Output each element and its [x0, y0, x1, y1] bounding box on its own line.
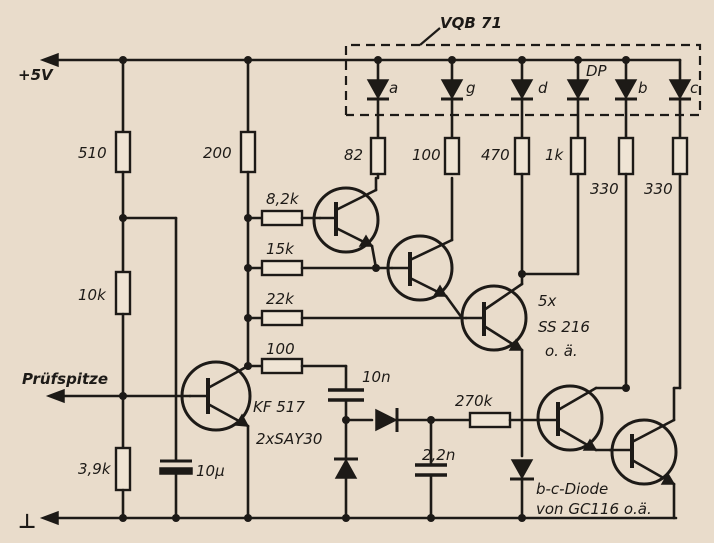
npn-transistor-icon: [536, 384, 612, 452]
r-base1-label: 8,2k: [266, 190, 300, 208]
c-2n2-label: 2,2n: [422, 446, 455, 464]
resistor-icon: [239, 130, 257, 174]
led-icon-g: [440, 79, 464, 100]
display-vqb71: [344, 27, 702, 117]
segment-drivers: [366, 58, 692, 180]
diode-icon: [334, 458, 358, 479]
ground-icon: ⊥: [18, 509, 36, 533]
diode-icon: [375, 408, 398, 432]
r-div-mid-label: 10k: [78, 286, 107, 304]
led-icon-DP: [566, 79, 590, 100]
resistor-icon: [260, 357, 304, 375]
supply-rail: [39, 52, 682, 68]
r-collector-label: 200: [203, 144, 232, 162]
r-seg-dp-label: 1k: [545, 146, 565, 164]
arrow-left-icon: [39, 510, 59, 526]
bc-diode: [510, 459, 534, 520]
display-title: VQB 71: [440, 14, 502, 32]
led-icon-d: [510, 79, 534, 100]
bc-diode-label-1: b-c-Diode: [536, 480, 608, 498]
arrow-left-icon: [39, 52, 59, 68]
group-note-label: o. ä.: [545, 342, 578, 360]
led-icon-b: [614, 79, 638, 100]
npn-transistor-icon: [460, 272, 528, 458]
resistor-icon-b: [617, 136, 635, 176]
c-10n-label: 10n: [362, 368, 391, 386]
arrow-left-icon: [45, 388, 65, 404]
resistor-icon-c: [671, 136, 689, 176]
resistor-icon: [260, 259, 304, 277]
r-base3-label: 22k: [266, 290, 295, 308]
diode-icon: [510, 459, 534, 480]
probe-label: Prüfspitze: [22, 370, 108, 388]
resistor-icon-DP: [569, 136, 587, 176]
segment-label-dp: DP: [586, 62, 608, 80]
npn-transistor-icon: [608, 418, 678, 520]
resistor-icon: [114, 130, 132, 174]
resistor-icon: [114, 446, 132, 492]
kf517-label: KF 517: [253, 398, 305, 416]
group-count-label: 5x: [538, 292, 557, 310]
r-base2-label: 15k: [266, 240, 295, 258]
r-seg-g-label: 100: [412, 146, 441, 164]
resistor-icon: [260, 309, 304, 327]
junctions: [119, 56, 630, 522]
resistor-icon: [114, 270, 132, 316]
group-type-label: SS 216: [538, 318, 590, 336]
led-icon-c: [668, 79, 692, 100]
ground-rail: [39, 510, 678, 526]
segment-label-g: g: [466, 79, 476, 97]
resistor-icon-g: [443, 136, 461, 176]
r-seg-a-label: 82: [344, 146, 363, 164]
r-div-bot-label: 3,9k: [78, 460, 112, 478]
npn-transistor-icon: [386, 176, 464, 320]
resistor-icon-a: [369, 136, 387, 176]
resistor-icon-d: [513, 136, 531, 176]
segment-label-a: a: [389, 79, 398, 97]
bc-diode-label-2: von GC116 o.ä.: [536, 500, 652, 518]
segment-label-d: d: [538, 79, 548, 97]
resistor-icon: [260, 209, 304, 227]
r-seg-b-label: 330: [590, 180, 619, 198]
r-div-top-label: 510: [78, 144, 107, 162]
c-10u-label: 10µ: [196, 462, 225, 480]
segment-label-b: b: [638, 79, 648, 97]
r-fb-label: 100: [266, 340, 295, 358]
npn-transistor-icon: [180, 360, 252, 432]
divider-column: [114, 58, 193, 520]
segment-label-c: c: [690, 79, 699, 97]
say30-label: 2xSAY30: [256, 430, 322, 448]
r-270k-label: 270k: [455, 392, 494, 410]
r-seg-d-label: 470: [481, 146, 510, 164]
resistor-icon: [468, 411, 512, 429]
r-seg-c-label: 330: [644, 180, 673, 198]
led-icon-a: [366, 79, 390, 100]
supply-label: +5V: [18, 66, 54, 84]
npn-transistor-icon: [312, 176, 380, 270]
